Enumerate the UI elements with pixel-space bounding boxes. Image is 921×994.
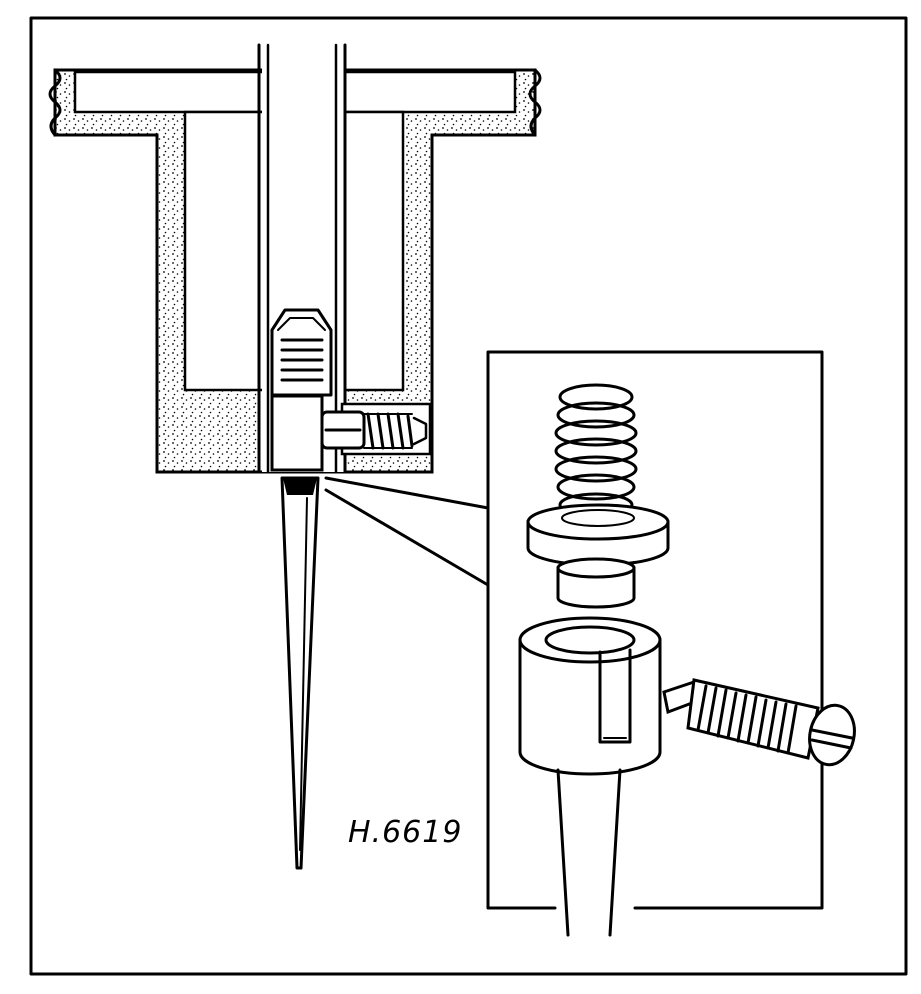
needle-holder-block bbox=[270, 394, 324, 472]
adjusting-screw bbox=[662, 678, 856, 767]
piston-cross-section bbox=[48, 40, 542, 474]
detail-inset-frame bbox=[486, 350, 824, 910]
screw-head-slot bbox=[810, 728, 854, 750]
detail-inset bbox=[486, 350, 856, 937]
spring-seat-washer bbox=[526, 503, 670, 567]
needle-highlight bbox=[299, 497, 308, 851]
figure-reference-code: H.6619 bbox=[348, 815, 462, 850]
slotted-needle-holder bbox=[518, 616, 662, 776]
holder-slot bbox=[598, 648, 632, 744]
needle-collar bbox=[556, 557, 636, 609]
flange-break-left bbox=[48, 68, 62, 137]
side-screw-section bbox=[320, 410, 428, 450]
detail-needle-shank bbox=[556, 768, 622, 937]
coil-spring bbox=[554, 383, 638, 518]
figure-frame bbox=[29, 16, 908, 976]
detail-leader-lines bbox=[324, 476, 490, 587]
flange-break-right bbox=[528, 68, 542, 137]
tapered-needle bbox=[280, 476, 320, 870]
inner-spring bbox=[280, 338, 324, 382]
spring-cap-rim bbox=[277, 317, 326, 331]
needle-shoulder bbox=[283, 478, 317, 495]
